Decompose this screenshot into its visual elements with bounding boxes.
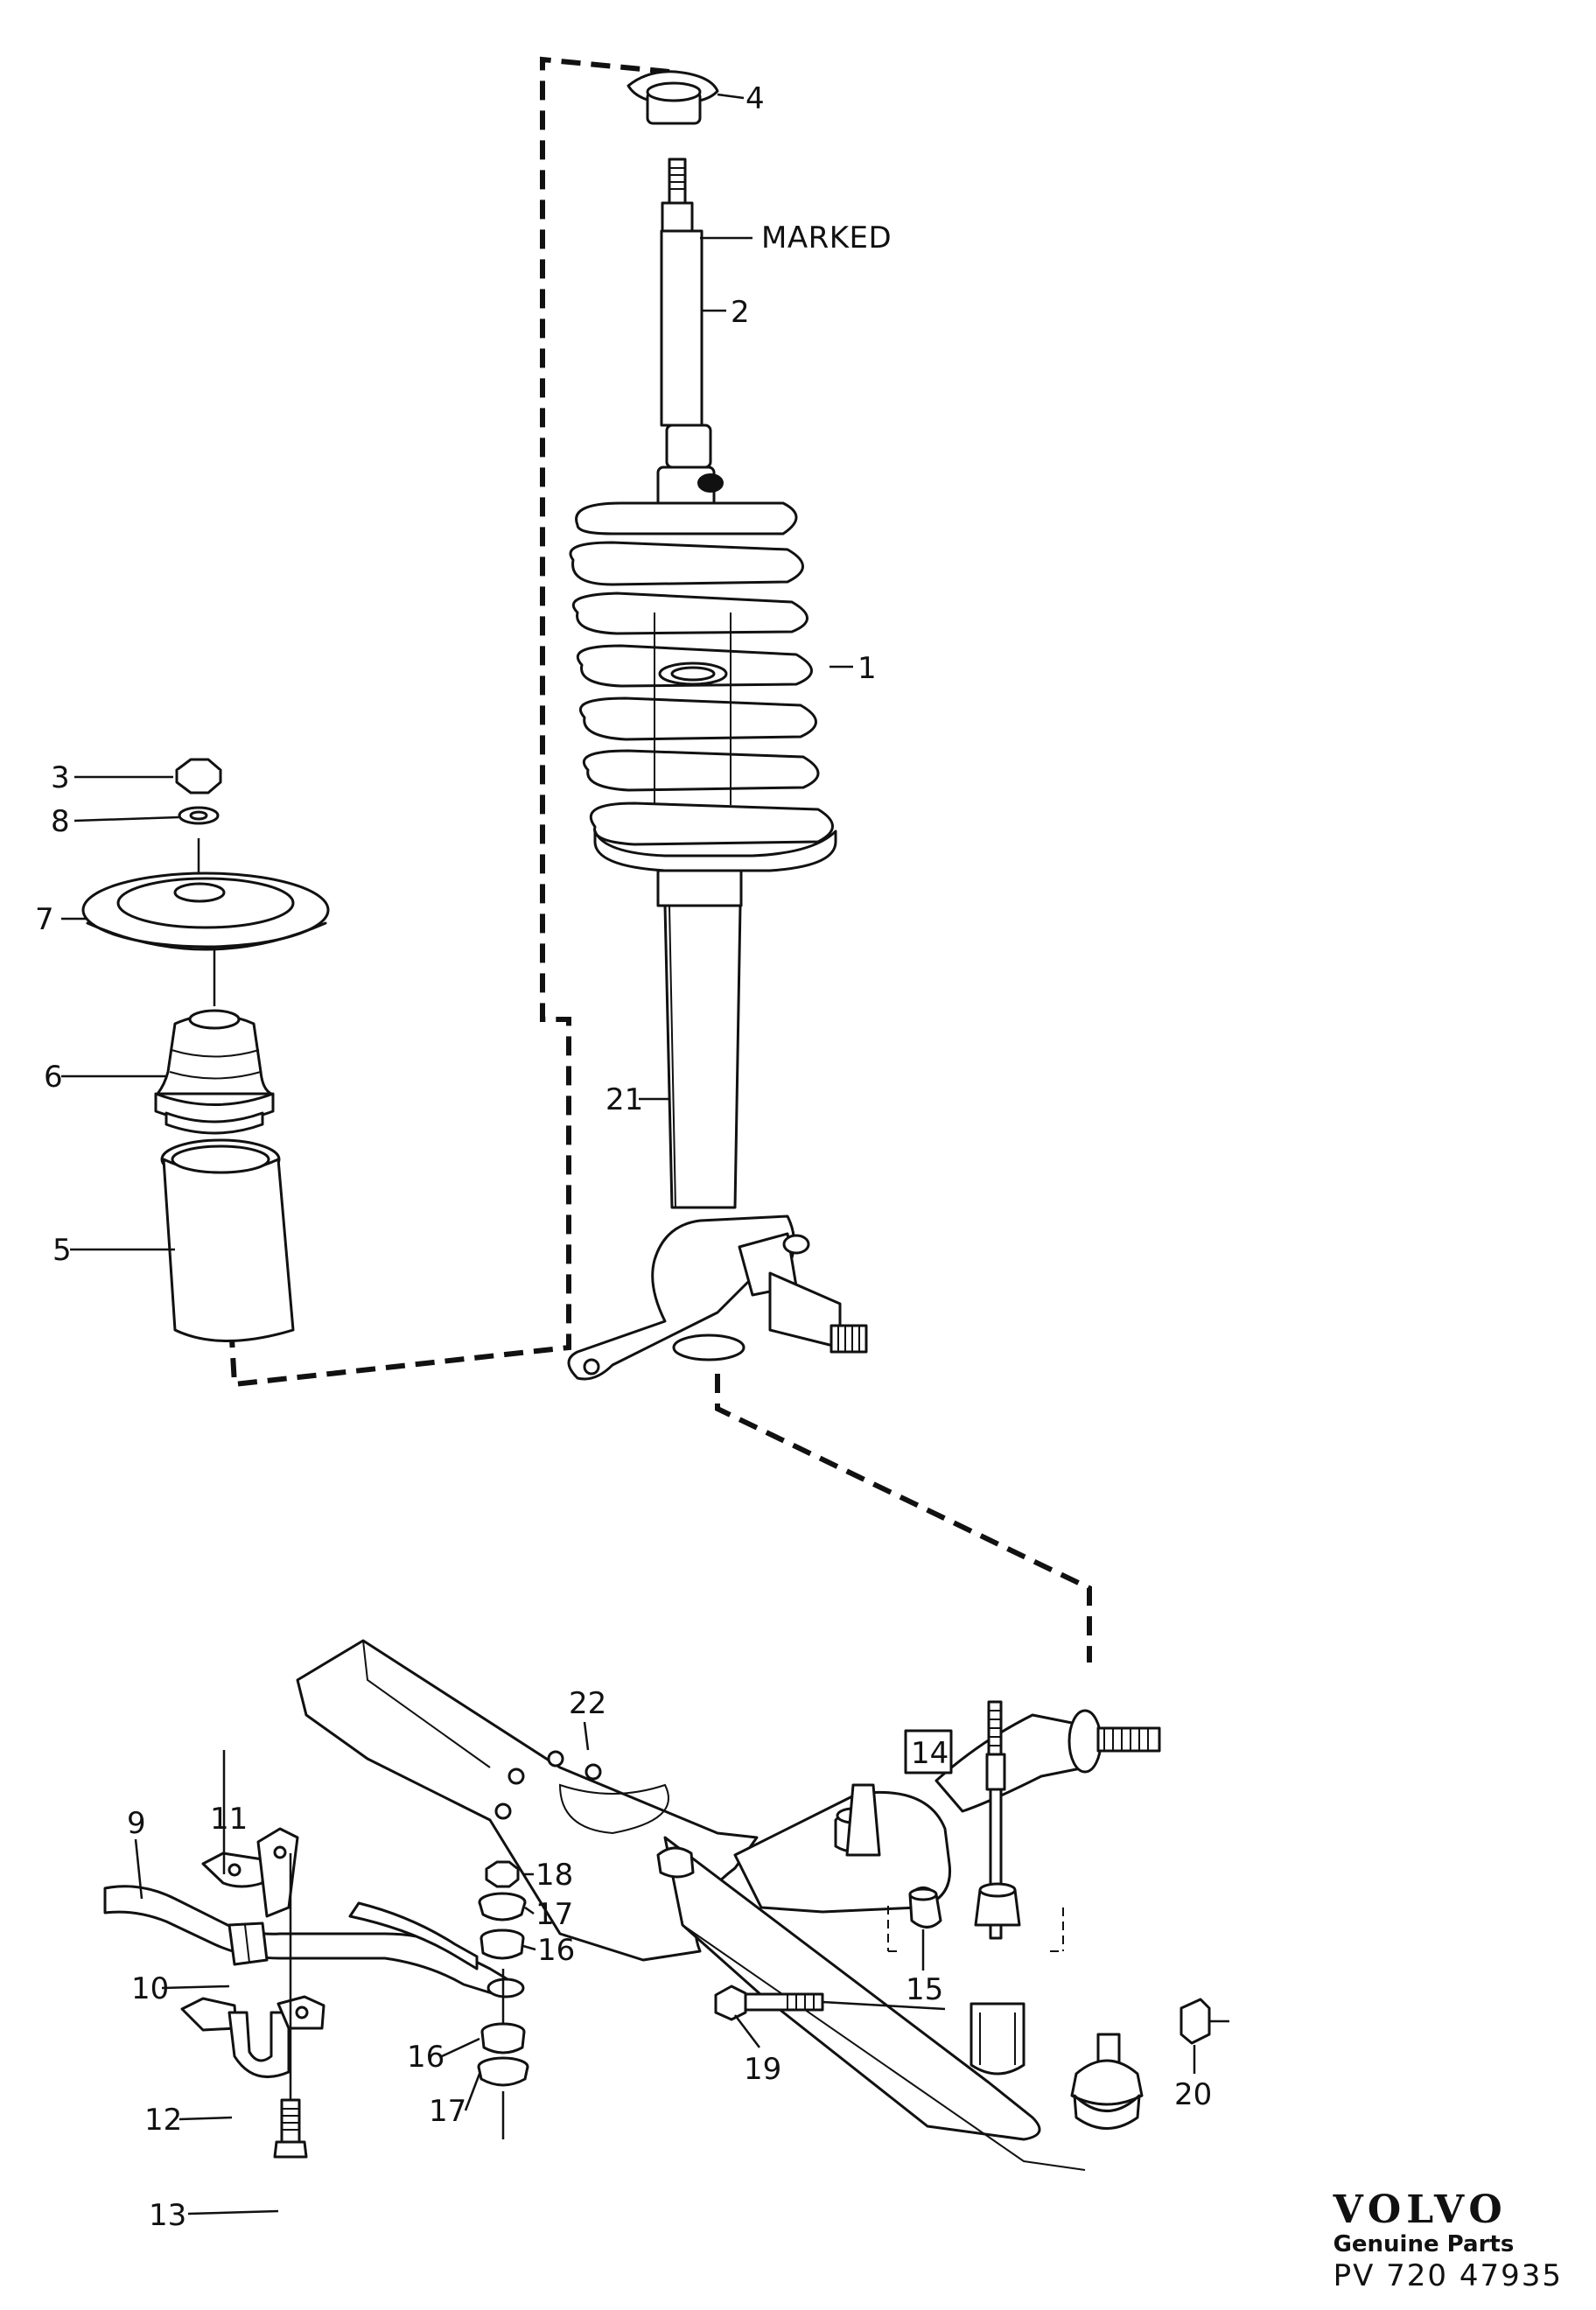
clamp-bolt-part	[273, 1853, 308, 2159]
callout-15: 15	[906, 1972, 943, 2007]
bump-stop-part	[154, 1009, 275, 1135]
callout-17b: 17	[429, 2094, 466, 2129]
callout-8: 8	[51, 804, 70, 839]
brand-block: VOLVO Genuine Parts PV 720 47935	[1333, 2187, 1563, 2294]
callout-22: 22	[569, 1686, 606, 1721]
diagram-code: PV 720 47935	[1333, 2258, 1563, 2294]
crossmember-part	[296, 1639, 759, 1962]
callout-14: 14	[911, 1736, 948, 1771]
callout-1: 1	[858, 651, 877, 686]
callout-21: 21	[606, 1082, 643, 1117]
pivot-bolt-part	[656, 1846, 695, 1879]
control-arm-part	[663, 1709, 1161, 2171]
bushing-part	[887, 1886, 1064, 1952]
washer-part	[178, 806, 220, 825]
callout-16a: 16	[537, 1933, 575, 1968]
upper-clamp-part	[201, 1827, 299, 1918]
stabilizer-bushing-part	[228, 1922, 269, 1966]
callout-2: 2	[731, 295, 750, 330]
callout-17a: 17	[536, 1897, 573, 1932]
callout-11: 11	[210, 1802, 248, 1837]
locknut-part	[1180, 1998, 1229, 2045]
top-mount-part	[626, 70, 719, 125]
callout-18: 18	[536, 1858, 573, 1893]
spring-seat-part	[81, 872, 330, 951]
callout-labels: 4 MARKED 2 1 3 8 7 6 5 21 22 9 11 10 12 …	[35, 81, 1212, 2233]
callout-5: 5	[52, 1233, 72, 1268]
link-washer-part	[478, 1892, 527, 1922]
stabilizer-bar-part	[103, 1885, 525, 1998]
callout-9: 9	[127, 1806, 146, 1841]
piston-rod-part	[656, 158, 724, 530]
link-lower-washer-part	[477, 1969, 529, 2139]
callout-12: 12	[144, 2103, 182, 2138]
callout-3: 3	[51, 760, 70, 795]
volvo-logo: VOLVO	[1333, 2187, 1508, 2232]
nut-part	[175, 758, 222, 794]
ball-joint-part	[1070, 2033, 1144, 2130]
dashed-assembly-lines	[229, 56, 1092, 1662]
bolt-part	[714, 1984, 946, 2021]
marked-label: MARKED	[761, 220, 892, 256]
callout-16b: 16	[407, 2040, 444, 2075]
stud-part	[845, 1783, 881, 1857]
gaiter-part	[160, 1138, 295, 1342]
callout-19: 19	[744, 2052, 781, 2087]
tie-rod-part	[974, 1700, 1021, 1940]
callout-4: 4	[746, 81, 765, 116]
leader-lines	[61, 93, 1196, 2216]
strut-body-part	[567, 869, 868, 1381]
callout-14-box	[904, 1729, 953, 1774]
callout-6: 6	[44, 1060, 63, 1095]
callout-13: 13	[149, 2198, 186, 2233]
coil-spring-part	[569, 501, 837, 872]
bracket-part	[970, 2002, 1026, 2076]
callout-20: 20	[1174, 2077, 1212, 2112]
link-nut-part	[485, 1860, 520, 1888]
callout-10: 10	[131, 1971, 169, 2006]
brand-subtitle: Genuine Parts	[1333, 2231, 1515, 2258]
lower-clamp-part	[180, 1995, 326, 2079]
callout-7: 7	[35, 902, 54, 937]
link-bushing-part	[480, 1928, 526, 2054]
